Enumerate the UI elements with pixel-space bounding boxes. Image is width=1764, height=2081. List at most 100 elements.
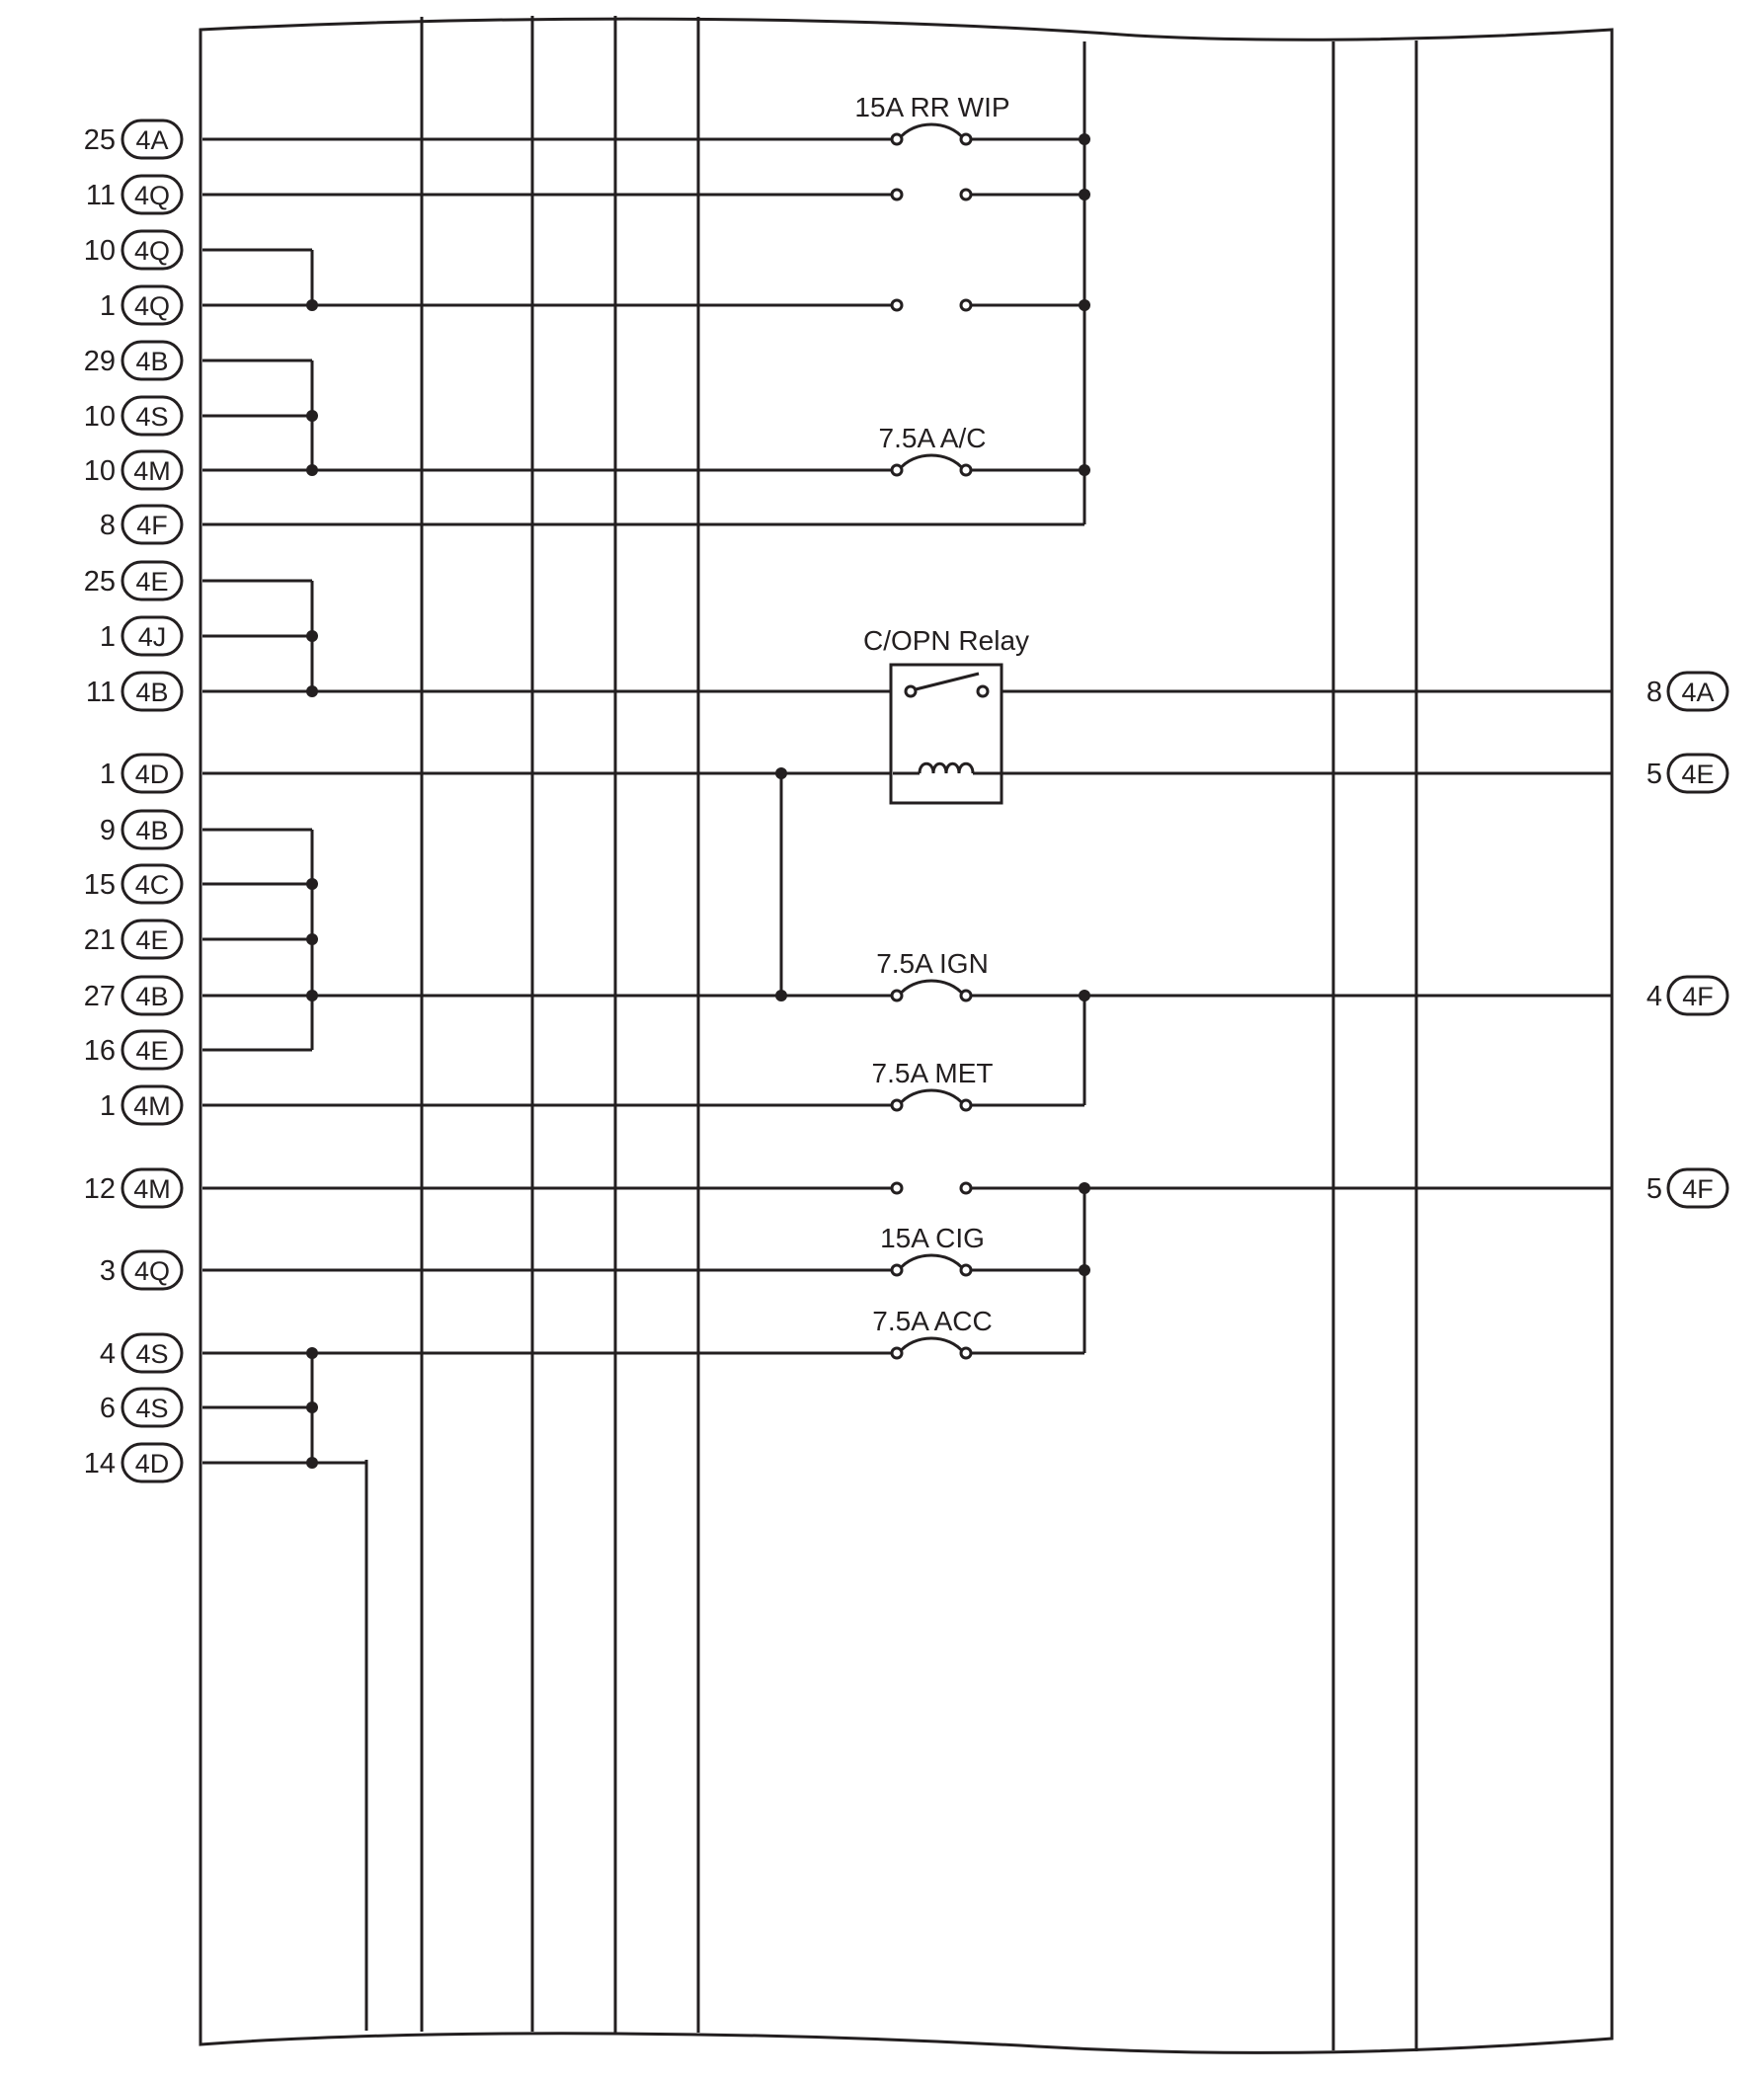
connector-oval [120,449,184,491]
connector-oval [120,1387,184,1428]
relay-symbol [889,663,1003,805]
left-connector-0: 25 4A [84,119,184,160]
connector-oval [120,1029,184,1071]
connector-oval [120,119,184,160]
connector-oval [120,1332,184,1374]
connector-id: 4E [135,925,168,955]
fuse-label-met: 7.5A MET [872,1058,994,1088]
pin-number: 9 [100,815,116,846]
connector-id: 4A [1681,678,1714,707]
connector-id: 4B [135,678,168,707]
pin-number: 10 [84,401,116,433]
pin-number: 4 [100,1338,116,1370]
left-connector-21: 6 4S [100,1387,184,1428]
left-connector-11: 1 4D [100,753,184,794]
pin-number: 14 [84,1448,116,1480]
connector-oval [120,229,184,271]
connector-oval [120,174,184,215]
pin-number: 10 [84,235,116,267]
fuse-label-ac: 7.5A A/C [879,423,987,453]
pin-number: 8 [1646,677,1662,708]
connector-id: 4C [135,870,170,900]
connector-id: 4E [135,567,168,597]
panel-frame [199,17,1614,2054]
fuse-label-ign: 7.5A IGN [876,948,989,979]
pin-number: 1 [100,621,116,653]
pin-number: 4 [1646,981,1662,1012]
right-connector-2: 4 4F [1646,975,1729,1016]
pin-number: 25 [84,566,116,598]
connector-oval [120,919,184,960]
connector-oval [120,615,184,657]
left-connector-18: 12 4M [84,1167,184,1209]
connector-id: 4S [135,1394,168,1423]
connector-oval [120,560,184,601]
connector-id: 4D [135,760,170,789]
right-connector-1: 5 4E [1646,753,1729,794]
connector-oval [120,1167,184,1209]
pin-number: 1 [100,1090,116,1122]
connector-id: 4D [135,1449,170,1479]
connector-id: 4Q [134,1256,170,1286]
connector-id: 4J [138,622,167,652]
connector-oval [120,1442,184,1483]
left-connector-3: 1 4Q [100,284,184,326]
connector-oval [120,1249,184,1291]
connector-id: 4M [133,456,171,486]
pin-number: 12 [84,1173,116,1205]
connector-id: 4Q [134,291,170,321]
left-connector-14: 21 4E [84,919,184,960]
relay-label: C/OPN Relay [863,625,1029,656]
connector-id: 4A [135,125,168,155]
component-labels: 15A RR WIP 7.5A A/C C/OPN Relay 7.5A IGN… [854,92,1029,1336]
connector-id: 4M [133,1091,171,1121]
fuse-label-cig: 15A CIG [880,1223,985,1253]
connector-id: 4E [1681,760,1714,789]
fuse-label-acc: 7.5A ACC [872,1306,992,1336]
connector-oval [120,504,184,545]
left-connector-22: 14 4D [84,1442,184,1483]
connector-id: 4M [133,1174,171,1204]
connector-id: 4S [135,402,168,432]
left-connector-15: 27 4B [84,975,184,1016]
left-connector-13: 15 4C [84,863,184,905]
vertical-bus-lines [364,16,1418,2051]
pin-number: 25 [84,124,116,156]
left-connector-5: 10 4S [84,395,184,437]
pin-number: 11 [86,677,116,708]
pin-number: 8 [100,510,116,541]
pin-number: 6 [100,1393,116,1424]
connector-id: 4B [135,347,168,376]
fuse-symbols [897,122,966,1354]
connector-id: 4Q [134,181,170,210]
fuse-label-rr-wip: 15A RR WIP [854,92,1009,122]
connector-oval [120,395,184,437]
pin-number: 11 [86,180,116,211]
left-connector-9: 1 4J [100,615,184,657]
connector-id: 4E [135,1036,168,1066]
terminal-circles [890,132,973,1360]
pin-number: 10 [84,455,116,487]
left-connector-6: 10 4M [84,449,184,491]
pin-number: 27 [84,981,116,1012]
connector-id: 4F [1682,1174,1714,1204]
pin-number: 21 [84,924,116,956]
pin-number: 15 [84,869,116,901]
connector-id: 4S [135,1339,168,1369]
connector-oval [120,975,184,1016]
pin-number: 1 [100,759,116,790]
left-connector-8: 25 4E [84,560,184,601]
pin-number: 1 [100,290,116,322]
connector-id: 4F [1682,982,1714,1011]
connector-oval [120,863,184,905]
pin-number: 5 [1646,759,1662,790]
connector-id: 4B [135,982,168,1011]
